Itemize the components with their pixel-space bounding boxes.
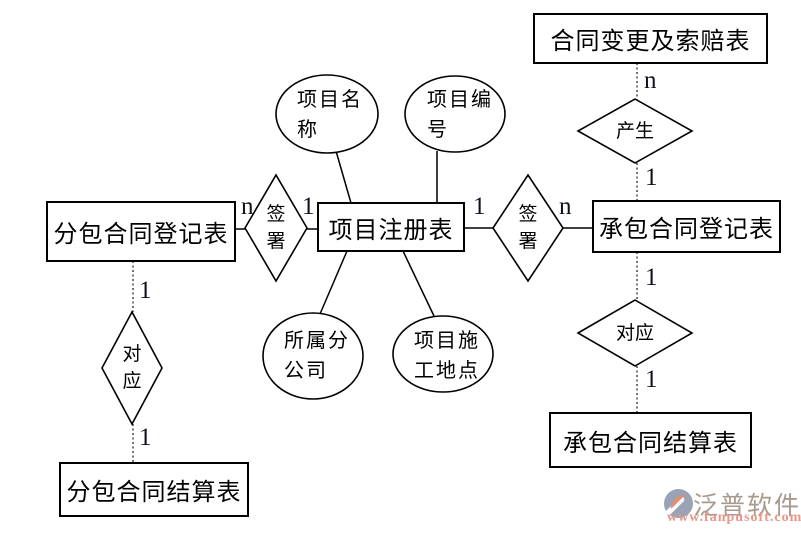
attribute-ellipse-branch-company [262,312,364,400]
attribute-ellipse-construction-site [392,315,494,393]
cardinality-label: n [559,193,572,220]
attribute-label-construction-site: 项目施工地点 [414,330,480,382]
relationship-label-sign-right: 签署 [518,204,538,252]
attribute-ellipse-project-number [404,75,506,153]
entity-box-project-register [317,202,465,252]
fanpu-logo-url: www.fanpusoft.com [667,510,801,525]
relationship-diamond-correspond-left [101,310,163,426]
entity-label-subcontract-register: 分包合同登记表 [53,222,229,248]
cardinality-label: 1 [302,193,315,220]
cardinality-label: n [241,193,254,220]
entity-box-contract-settlement [549,412,752,468]
fanpu-logo-text: 泛普软件 [693,493,801,520]
relationship-label-correspond-left: 对应 [122,344,142,392]
connector-projectname-register [335,150,352,204]
relationship-diamond-sign-left [244,173,308,283]
cardinality-label: 1 [645,164,658,191]
entity-label-contract-register: 承包合同登记表 [599,217,774,243]
entity-box-subcontract-register [46,201,236,262]
entity-label-contract-change-claim: 合同变更及索赔表 [550,29,751,55]
fanpu-logo: 泛普软件 www.fanpusoft.com [663,486,801,532]
entity-box-contract-register [592,200,781,253]
attribute-ellipse-project-name [275,74,379,154]
entity-label-contract-settlement: 承包合同结算表 [563,430,738,457]
cardinality-label: 1 [645,264,658,291]
attribute-label-branch-company: 所属分公司 [284,330,350,382]
cardinality-label: n [644,67,657,94]
entity-label-subcontract-settlement: 分包合同结算表 [66,480,242,506]
fanpu-logo-icon [663,489,693,519]
attribute-label-project-name: 项目名称 [297,89,363,141]
connector-register-constructionsite [402,250,435,317]
relationship-label-correspond-right: 对应 [615,322,654,344]
entity-box-contract-change-claim [533,13,768,64]
entity-box-subcontract-settlement [59,462,249,517]
cardinality-label: 1 [645,366,658,393]
relationship-label-sign-left: 签署 [266,204,286,252]
cardinality-label: 1 [139,424,152,451]
relationship-diamond-sign-right [492,173,564,283]
relationship-label-generate: 产生 [615,120,654,142]
entity-label-project-register: 项目注册表 [328,217,454,244]
attribute-label-project-number: 项目编号 [427,89,493,141]
cardinality-label: 1 [473,193,486,220]
cardinality-label: 1 [139,277,152,304]
relationship-diamond-generate [576,98,694,164]
relationship-diamond-correspond-right [576,299,694,367]
connector-register-branchcompany [319,250,348,315]
